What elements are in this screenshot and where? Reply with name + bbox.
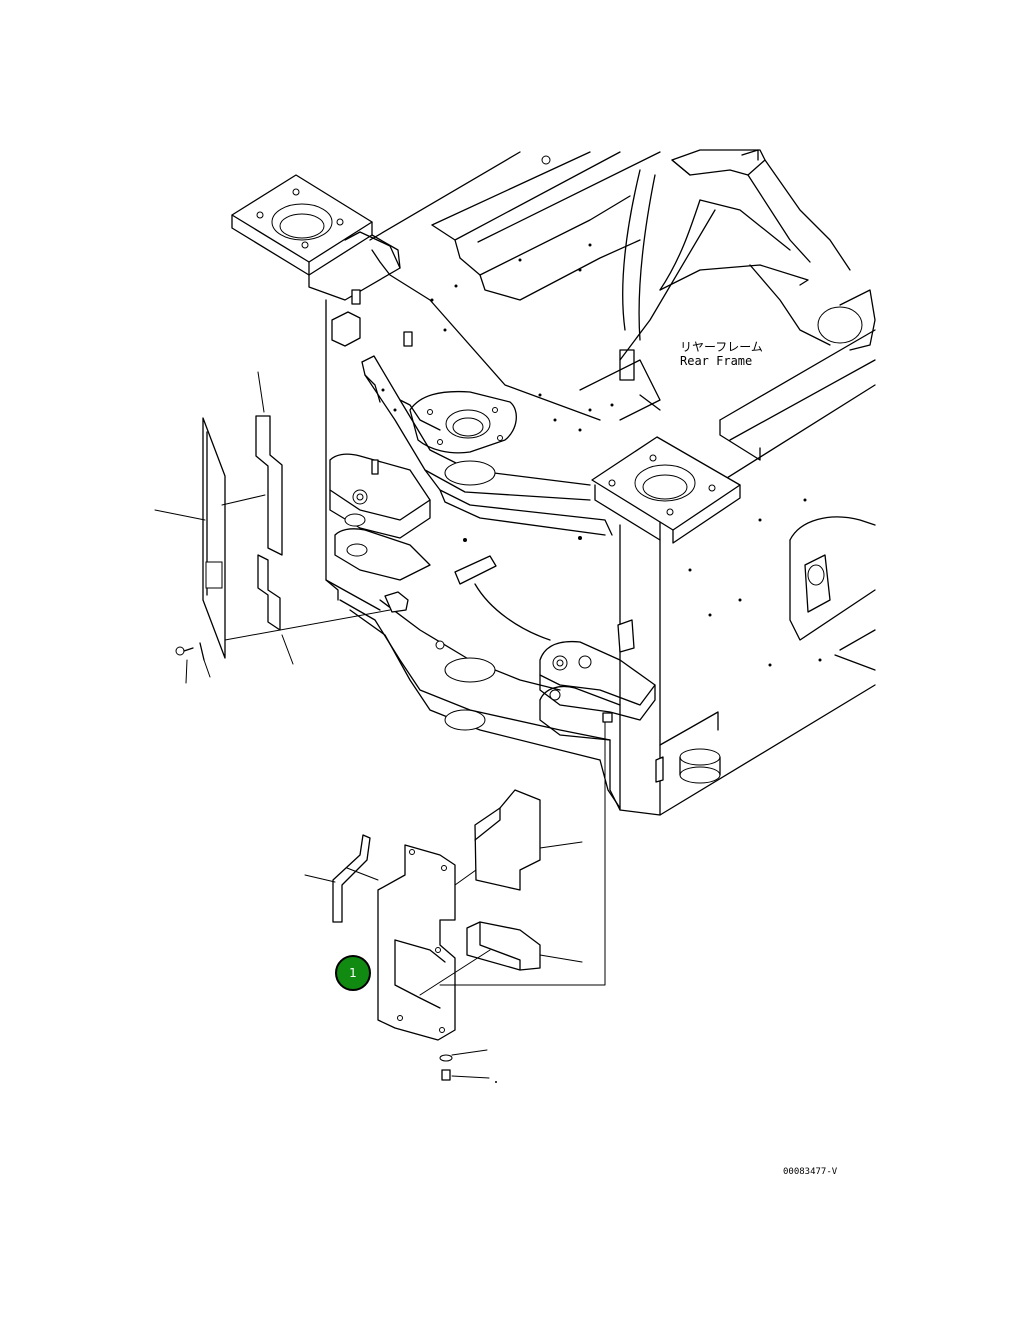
center-top-plate	[409, 390, 517, 486]
callout-part-1[interactable]: 1	[335, 955, 371, 991]
frame-rivet-dots	[381, 243, 614, 542]
lower-bent-rod	[332, 834, 371, 923]
rear-frame-label-english: Rear Frame	[680, 354, 753, 368]
frame-right-body	[579, 329, 876, 816]
rear-frame-label-japanese: リヤーフレーム	[680, 340, 763, 354]
upper-bolt-head	[175, 646, 185, 656]
upper-left-exploded-parts	[154, 371, 409, 684]
frame-top-structure	[369, 149, 876, 361]
lower-upper-shim	[474, 789, 541, 891]
lower-right-corner-pin	[655, 711, 721, 784]
lower-washer	[439, 1054, 453, 1062]
upper-mount-clip	[384, 591, 409, 613]
upper-cover-plate	[202, 417, 226, 659]
lower-center-plate	[339, 555, 621, 811]
rear-frame-drawing	[231, 149, 876, 816]
frame-left-body	[325, 249, 613, 611]
upper-left-mount-plate	[231, 174, 401, 305]
lower-cover-plate	[377, 844, 456, 1041]
upper-right-mount-plate	[591, 436, 741, 544]
lower-exploded-parts	[304, 712, 613, 1083]
right-lower-hinge-bracket	[539, 619, 656, 741]
upper-shim-block	[255, 415, 283, 556]
lower-bolt	[441, 1069, 451, 1081]
drawing-number: 00083477-V	[783, 1167, 838, 1177]
lower-lower-shim	[466, 921, 541, 971]
left-upper-hinge-bracket	[329, 453, 431, 581]
